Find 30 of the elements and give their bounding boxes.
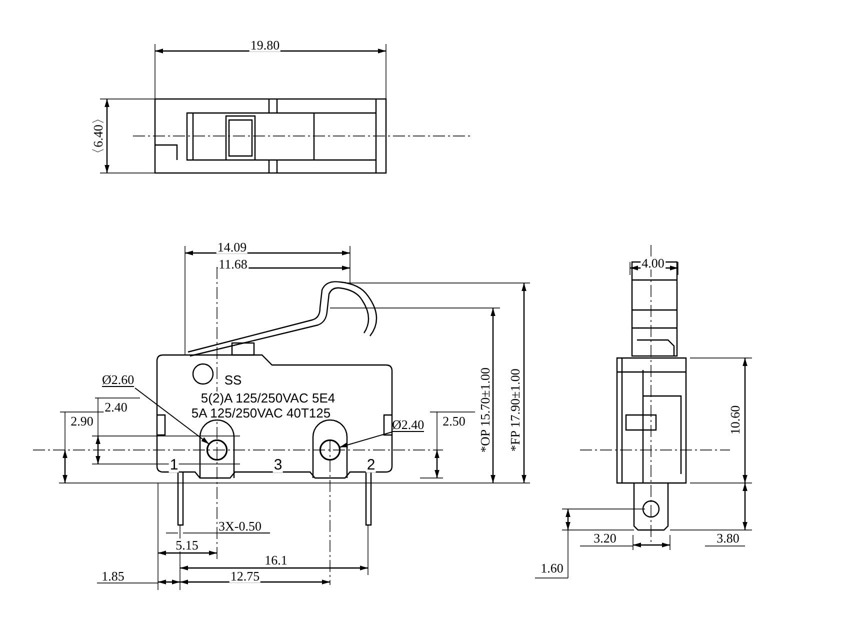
dimension-label: 16.1	[264, 554, 288, 566]
pin-number: 2	[366, 458, 376, 472]
dimension-label: 2.40	[104, 400, 128, 414]
terminal-hole	[207, 440, 227, 460]
switch-marking: 5(2)A 125/250VAC 5E4	[200, 392, 336, 404]
dimension-label: 5.15	[174, 538, 200, 552]
terminal-hole	[320, 440, 340, 460]
leader-line	[134, 388, 210, 444]
dimension-label: 10.60	[728, 404, 742, 436]
pin-number: 3	[272, 458, 284, 472]
dimension-label: 2.90	[70, 414, 94, 428]
diameter-callout: Ø2.60	[102, 373, 134, 387]
dimension-label: *OP 15.70±1.00	[478, 366, 492, 454]
dimension-label: 4.00	[640, 256, 666, 270]
switch-marking: SS	[223, 374, 243, 386]
dimension-label: 14.09	[216, 240, 248, 254]
dimension-label: 12.75	[229, 570, 261, 582]
dimension-label: 3.20	[592, 532, 618, 544]
dimension-label: 11.68	[218, 258, 248, 270]
dimension-label: 1.85	[100, 570, 126, 582]
dimension-label: 3X-0.50	[218, 520, 262, 532]
dimension-label: 19.80	[249, 38, 281, 52]
diameter-callout: Ø2.40	[392, 418, 424, 432]
dimension-label: 1.60	[540, 562, 564, 574]
dimension-label: 2.50	[442, 414, 466, 428]
dimension-label: *FP 17.90±1.00	[508, 368, 522, 452]
dimension-label: 3.80	[716, 532, 740, 544]
pin-number: 1	[168, 458, 180, 472]
switch-marking: 5A 125/250VAC 40T125	[190, 406, 332, 420]
leader-line	[339, 432, 392, 448]
